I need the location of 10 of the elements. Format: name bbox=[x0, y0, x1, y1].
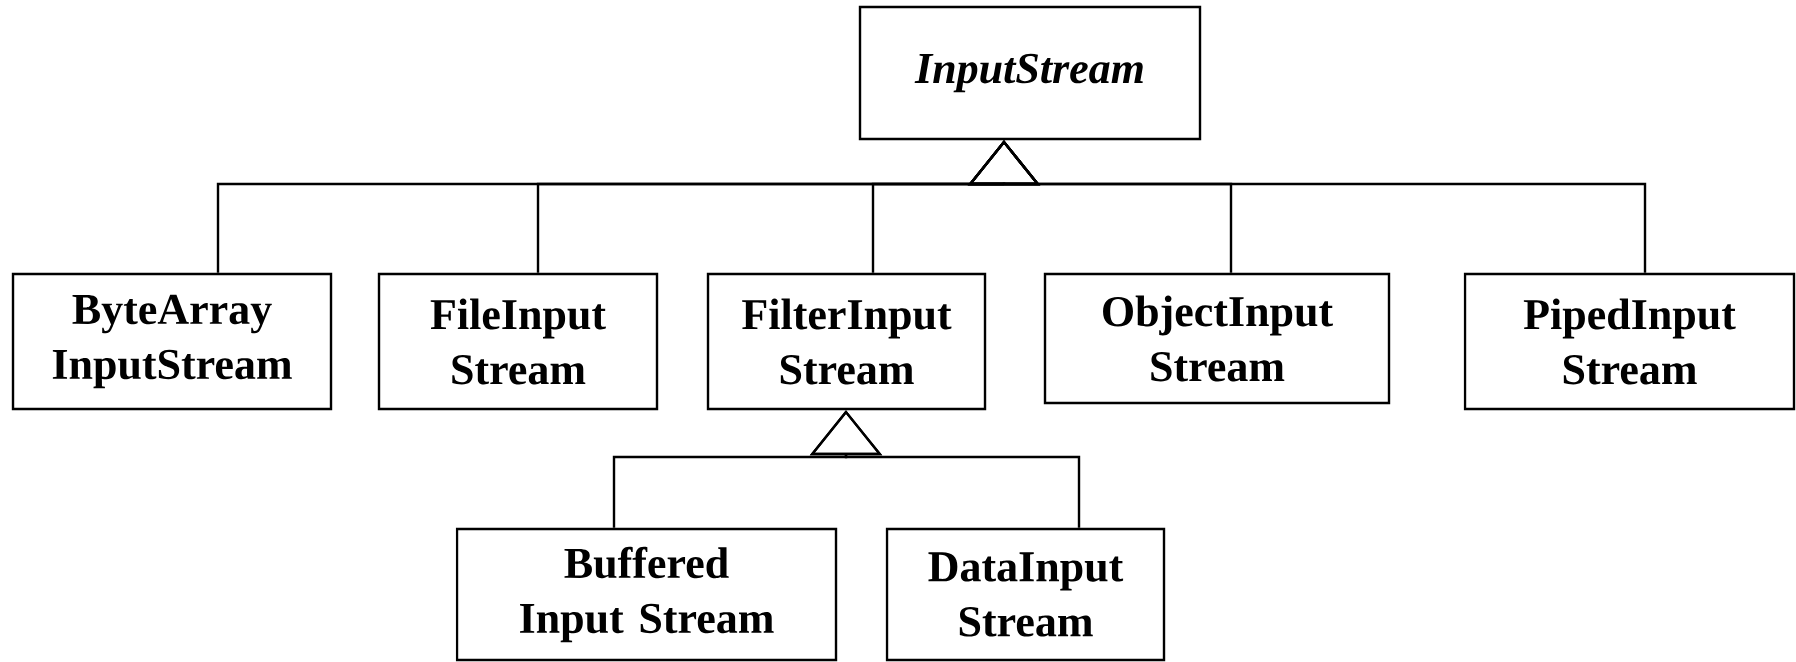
class-box: FilterInput Stream bbox=[706, 272, 987, 411]
class-box: DataInput Stream bbox=[885, 527, 1166, 662]
class-box: ByteArray InputStream bbox=[11, 272, 333, 411]
inheritance-arrow bbox=[967, 140, 1647, 273]
class-box: ObjectInput Stream bbox=[1043, 272, 1391, 405]
class-box: InputStream bbox=[858, 5, 1202, 141]
class-box: PipedInput Stream bbox=[1463, 272, 1796, 411]
class-box: FileInput Stream bbox=[377, 272, 659, 411]
class-box: Buffered Input Stream bbox=[455, 527, 838, 662]
inheritance-arrow bbox=[809, 410, 1081, 528]
